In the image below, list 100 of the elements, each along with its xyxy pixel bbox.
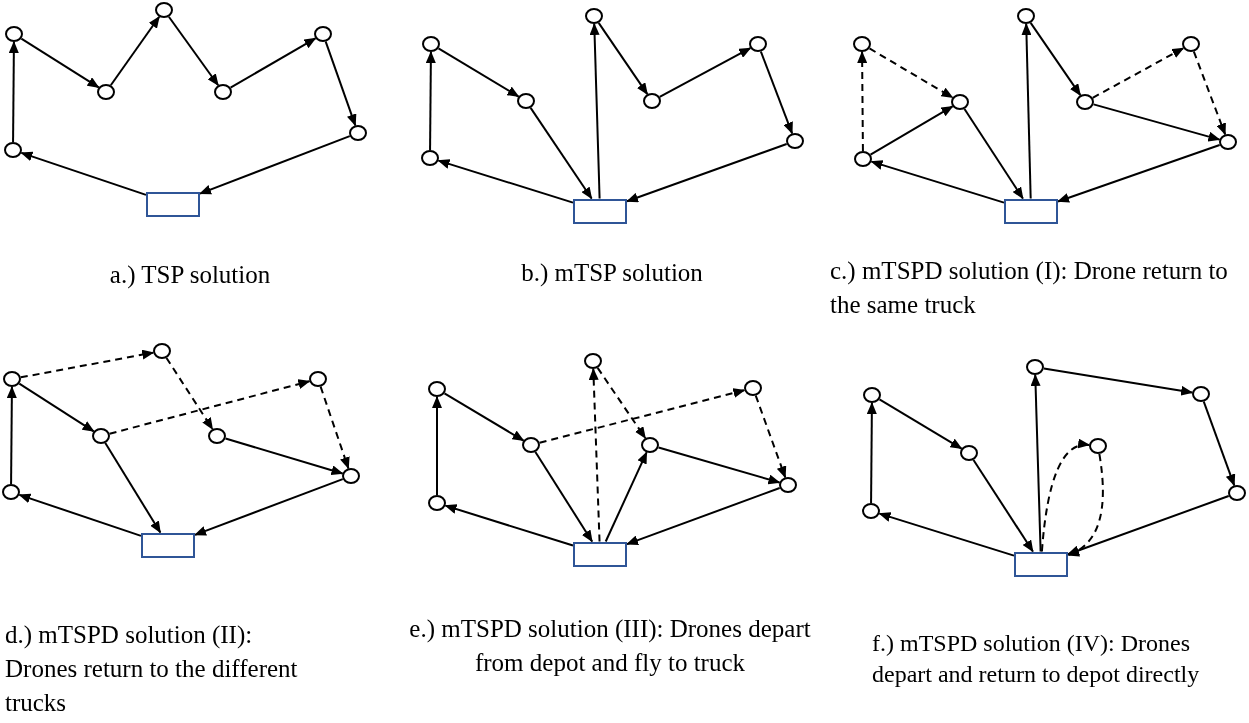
customer-node xyxy=(2,484,20,500)
arrow xyxy=(1029,21,1082,97)
customer-node xyxy=(342,468,360,484)
customer-node xyxy=(214,84,232,100)
depot-box xyxy=(146,191,200,217)
customer-node xyxy=(1076,94,1094,110)
depot-box xyxy=(573,541,627,567)
arrow xyxy=(444,504,574,547)
panel-caption: b.) mTSP solution xyxy=(520,258,704,288)
arrow xyxy=(759,50,794,135)
customer-node xyxy=(92,428,110,444)
panel-caption: f.) mTSPD solution (IV): Drones depart and return to depot directly xyxy=(872,629,1201,689)
arrow xyxy=(658,47,752,98)
customer-node xyxy=(349,125,367,141)
customer-node xyxy=(1026,359,1044,375)
depot-box xyxy=(573,198,627,224)
depot-box xyxy=(1014,551,1068,577)
arrow xyxy=(432,396,442,496)
dashed-arrow xyxy=(319,385,350,470)
depot-box xyxy=(1004,198,1058,224)
arrow xyxy=(878,398,963,450)
customer-node xyxy=(1228,485,1246,501)
dashed-arrow xyxy=(857,51,868,152)
customer-node xyxy=(853,36,871,52)
customer-node xyxy=(584,353,602,369)
customer-node xyxy=(641,437,659,453)
arrow xyxy=(6,386,17,485)
customer-node xyxy=(208,428,226,444)
dashed-arrow xyxy=(868,47,954,99)
customer-node xyxy=(960,445,978,461)
arrow xyxy=(443,392,525,442)
depot-box xyxy=(141,532,195,558)
arrow xyxy=(18,493,142,537)
arrow xyxy=(194,478,344,536)
arrow xyxy=(224,437,344,476)
customer-node xyxy=(155,2,173,18)
customer-node xyxy=(421,150,439,166)
arrow xyxy=(1202,400,1236,487)
dashed-arrow xyxy=(1091,47,1185,99)
customer-node xyxy=(951,94,969,110)
customer-node xyxy=(5,26,23,42)
dashed-arrow xyxy=(108,379,311,435)
customer-node xyxy=(97,84,115,100)
dashed-arrow xyxy=(596,366,647,440)
arrow xyxy=(878,512,1015,557)
panel-caption: d.) mTSPD solution (II): Drones return to the different trucks xyxy=(5,620,299,718)
customer-node xyxy=(428,495,446,511)
dashed-arrow xyxy=(19,349,155,379)
arrow xyxy=(8,41,19,143)
dashed-arrow xyxy=(1067,452,1104,557)
customer-node xyxy=(585,8,603,24)
arrow xyxy=(589,23,601,200)
arrow xyxy=(626,487,781,546)
arrow xyxy=(529,106,593,200)
customer-node xyxy=(3,371,21,387)
customer-node xyxy=(314,26,332,42)
panel-caption: c.) mTSPD solution (I): Drone return to the same truck xyxy=(830,256,1229,320)
customer-node xyxy=(153,343,171,359)
panel-caption: e.) mTSPD solution (III): Drones depart from depot and fly to truck xyxy=(408,614,812,678)
panel-caption: a.) TSP solution xyxy=(108,260,272,291)
customer-node xyxy=(863,387,881,403)
arrow xyxy=(18,382,95,433)
arrow xyxy=(963,107,1024,200)
customer-node xyxy=(1192,386,1210,402)
customer-node xyxy=(862,503,880,519)
arrow xyxy=(20,37,100,89)
customer-node xyxy=(786,133,804,149)
dashed-arrow xyxy=(754,394,787,479)
dashed-arrow xyxy=(588,368,601,543)
customer-node xyxy=(1089,438,1107,454)
customer-node xyxy=(779,477,797,493)
customer-node xyxy=(517,93,535,109)
customer-node xyxy=(4,142,22,158)
customer-node xyxy=(1182,36,1200,52)
customer-node xyxy=(744,380,762,396)
arrow xyxy=(229,37,317,89)
arrow xyxy=(534,450,594,543)
dashed-arrow xyxy=(1192,50,1227,136)
arrow xyxy=(104,442,162,534)
arrow xyxy=(626,143,788,203)
arrow xyxy=(604,451,648,543)
arrow xyxy=(109,15,161,87)
customer-node xyxy=(749,36,767,52)
arrow xyxy=(1021,23,1032,200)
arrow xyxy=(870,160,1005,204)
customer-node xyxy=(1017,8,1035,24)
customer-node xyxy=(428,381,446,397)
dashed-arrow xyxy=(538,388,746,444)
arrow xyxy=(1067,495,1230,556)
arrow xyxy=(167,15,220,87)
arrow xyxy=(20,151,147,196)
dashed-arrow xyxy=(165,356,214,431)
customer-node xyxy=(643,93,661,109)
arrow xyxy=(597,21,649,96)
customer-node xyxy=(854,151,872,167)
arrow xyxy=(324,40,357,127)
customer-node xyxy=(309,371,327,387)
arrow xyxy=(657,446,781,485)
arrow xyxy=(437,47,520,98)
customer-node xyxy=(522,437,540,453)
